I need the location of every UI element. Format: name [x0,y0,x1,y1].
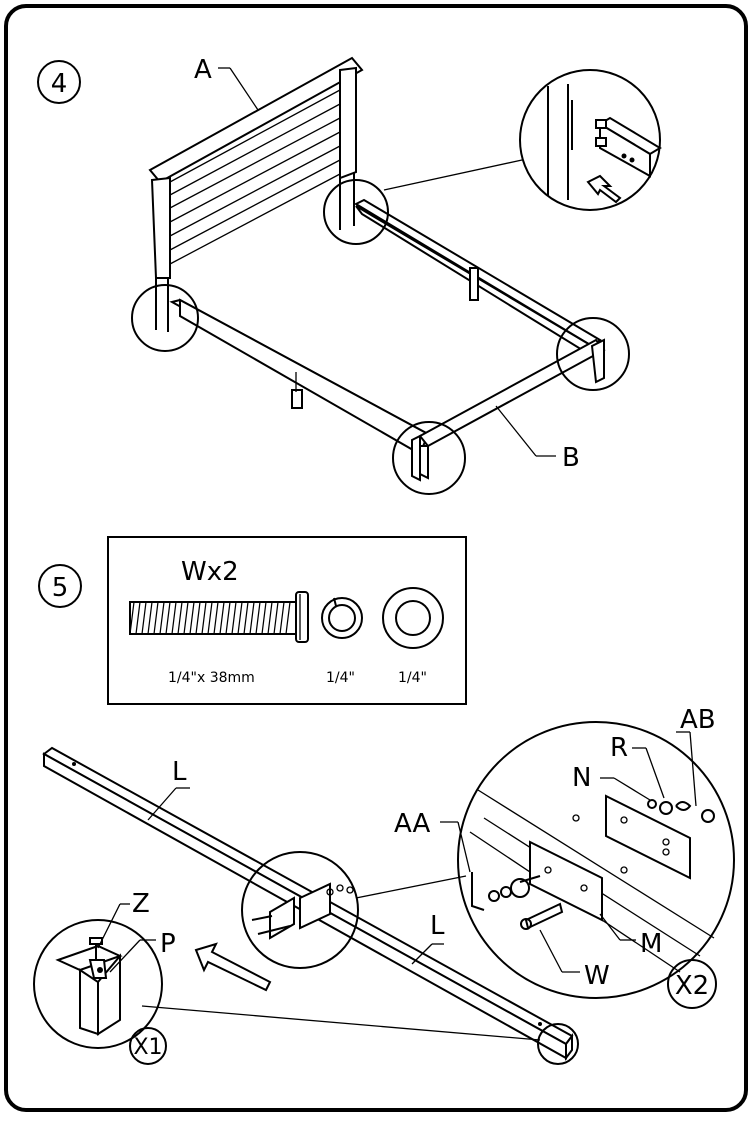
bolt-size-label: 1/4"x 38mm [168,670,255,686]
label-r: R [610,733,628,763]
bed-frame [169,198,606,482]
detail-circle-splice [241,851,359,969]
label-l-bottom: L [430,911,445,941]
leader-b [495,405,537,457]
lock-washer-icon [321,597,363,639]
label-n: N [572,763,591,793]
zoom-detail-splice-plates [457,721,735,999]
label-l-top: L [172,757,187,787]
direction-arrow-icon [194,942,272,992]
bolt-w-icon [129,591,309,643]
qty-badge-x1 [129,1027,167,1065]
hardware-title: Wx2 [181,557,239,587]
hardware-box: Wx2 [107,536,467,705]
label-a: A [194,55,212,85]
label-z: Z [132,889,150,919]
qty-badge-x2 [667,959,717,1009]
flat-washer-size-label: 1/4" [398,670,427,686]
detail-circle-right [556,317,630,391]
detail-circle-rail-end [537,1023,579,1065]
leader-a [229,67,259,111]
label-w: W [584,961,610,991]
flat-washer-icon [382,587,444,649]
label-b: B [562,443,580,473]
step-5-badge: 5 [38,564,82,608]
qty-x2: X2 [675,971,709,1001]
lock-washer-size-label: 1/4" [326,670,355,686]
label-m: M [640,929,662,959]
zoom-detail-bracket-p [33,919,163,1049]
step-4-number: 4 [51,69,68,99]
detail-circle-top [323,179,389,245]
step-4-badge: 4 [37,60,81,104]
headboard [148,56,364,332]
label-p: P [160,929,176,959]
zoom-detail-headboard-bracket [519,69,662,211]
label-ab: AB [680,705,716,735]
detail-circle-bottom [392,421,466,495]
step-5-number: 5 [52,573,69,603]
label-aa: AA [394,809,431,839]
qty-x1: X1 [133,1035,162,1060]
detail-circle-left [131,284,199,352]
